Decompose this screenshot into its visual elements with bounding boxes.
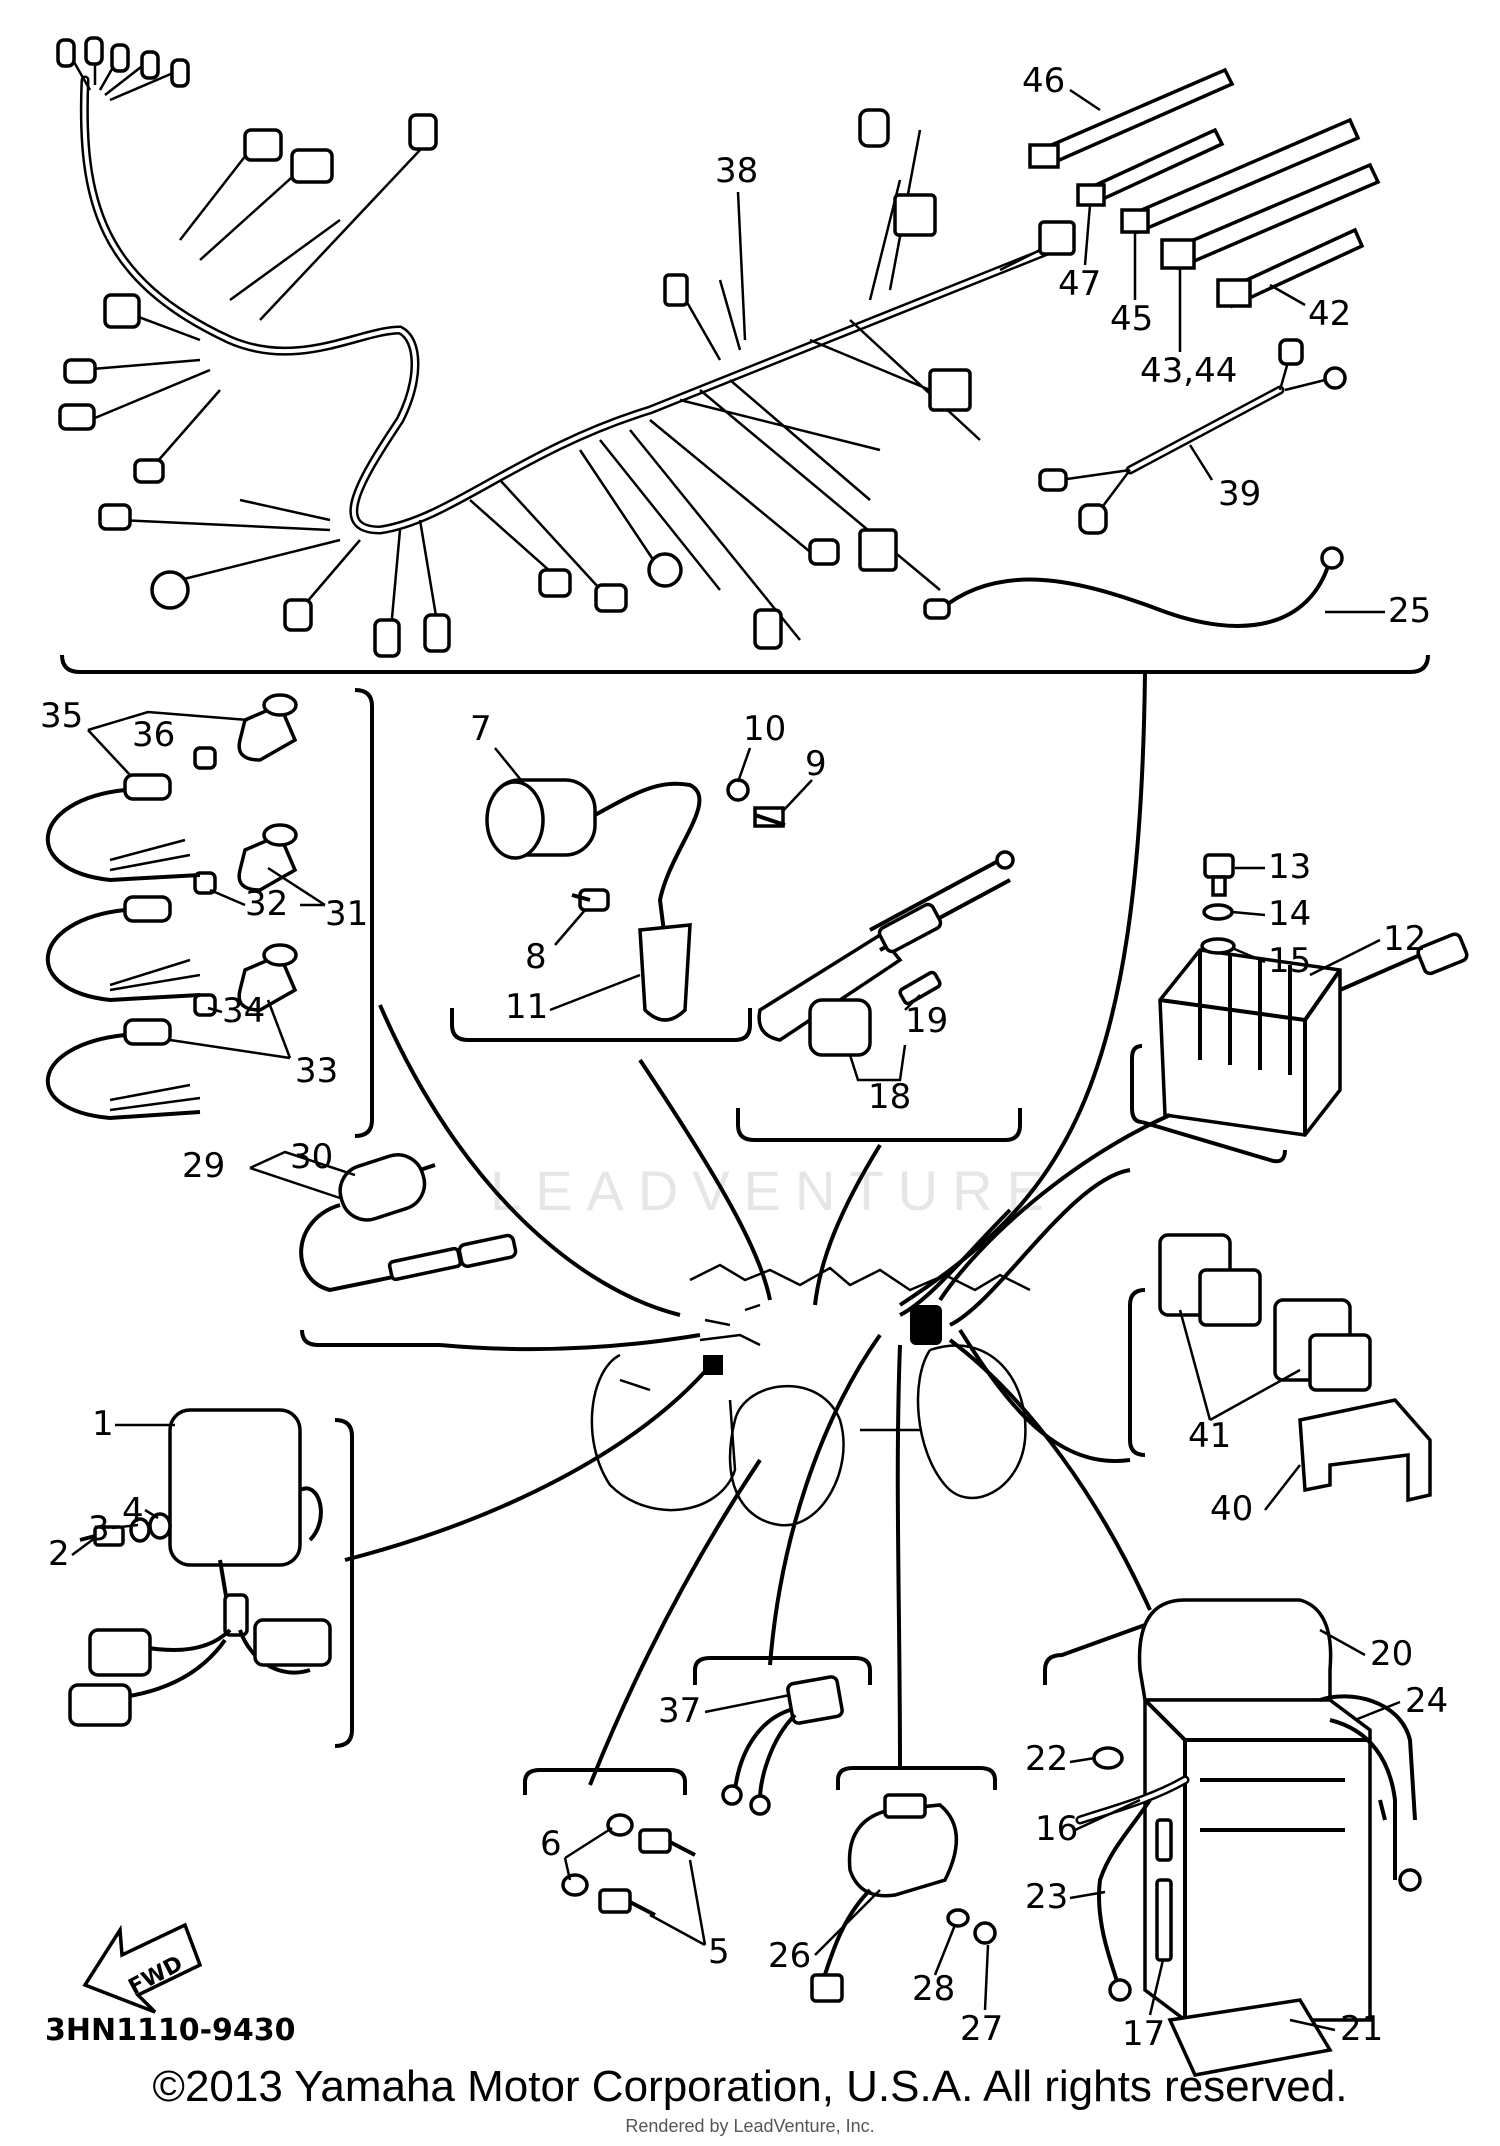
callout-41: 41 — [1188, 1416, 1231, 1456]
harness-bracket — [60, 654, 1430, 674]
part-code: 3HN1110-9430 — [45, 2013, 296, 2048]
callout-33: 33 — [295, 1051, 338, 1091]
callout-35: 35 — [40, 696, 83, 736]
callout-1: 1 — [92, 1404, 114, 1444]
cdi-group — [68, 1408, 354, 1748]
callout-7: 7 — [470, 709, 492, 749]
leader-lines — [344, 671, 1171, 1786]
ignition-coil-group — [450, 778, 786, 1042]
callout-2: 2 — [48, 1534, 70, 1574]
callout-13: 13 — [1268, 847, 1311, 887]
callout-22: 22 — [1025, 1739, 1068, 1779]
callout-34: 34 — [222, 991, 265, 1031]
svg-text:38: 38 — [715, 151, 758, 191]
cable-ties — [1028, 67, 1381, 309]
callout-16: 16 — [1035, 1809, 1078, 1849]
switch-group — [45, 688, 374, 1138]
callout-17: 17 — [1122, 2014, 1165, 2054]
callout-38: 38 — [715, 151, 758, 341]
vehicle-outline — [590, 1263, 1031, 1527]
callout-5: 5 — [708, 1932, 730, 1972]
callout-24: 24 — [1405, 1681, 1448, 1721]
callout-12: 12 — [1383, 919, 1426, 959]
callout-43-44: 43,44 — [1140, 351, 1237, 391]
sub-lead-39 — [1038, 338, 1347, 535]
callout-14: 14 — [1268, 894, 1311, 934]
callout-18: 18 — [868, 1077, 911, 1117]
callout-23: 23 — [1025, 1877, 1068, 1917]
callout-8: 8 — [525, 937, 547, 977]
callout-11: 11 — [505, 987, 548, 1027]
callout-19: 19 — [905, 1001, 948, 1041]
callout-42: 42 — [1308, 294, 1351, 334]
callout-10: 10 — [743, 709, 786, 749]
copyright-notice: ©2013 Yamaha Motor Corporation, U.S.A. A… — [152, 2062, 1348, 2111]
callout-39: 39 — [1218, 474, 1261, 514]
callout-29: 29 — [182, 1146, 225, 1186]
callout-3: 3 — [88, 1509, 110, 1549]
callout-21: 21 — [1340, 2009, 1383, 2049]
callout-37: 37 — [658, 1691, 701, 1731]
lead-25 — [923, 546, 1344, 628]
callout-30: 30 — [290, 1137, 333, 1177]
screws-5-6 — [523, 1768, 696, 1917]
connector-37 — [693, 1656, 872, 1816]
callout-9: 9 — [805, 744, 827, 784]
callout-32: 32 — [245, 884, 288, 924]
callout-4: 4 — [122, 1491, 144, 1531]
battery-group — [1043, 1598, 1422, 2077]
callout-27: 27 — [960, 2009, 1003, 2049]
relay-group — [736, 850, 1022, 1142]
callout-46: 46 — [1022, 61, 1065, 101]
callout-28: 28 — [912, 1969, 955, 2009]
callout-20: 20 — [1370, 1634, 1413, 1674]
watermark: LEADVENTURE — [490, 1159, 1058, 1222]
starter-relay — [810, 1766, 997, 2003]
relay-covers — [1128, 1233, 1432, 1503]
callout-26: 26 — [768, 1936, 811, 1976]
callout-40: 40 — [1210, 1489, 1253, 1529]
wire-harness — [56, 36, 1076, 658]
callout-15: 15 — [1268, 941, 1311, 981]
callout-36: 36 — [132, 715, 175, 755]
callout-25: 25 — [1388, 591, 1431, 631]
callout-45: 45 — [1110, 299, 1153, 339]
regulator-group — [1130, 853, 1469, 1164]
callout-31: 31 — [325, 894, 368, 934]
callout-6: 6 — [540, 1824, 562, 1864]
fwd-arrow-icon: FWD — [82, 1922, 203, 2014]
rendered-by: Rendered by LeadVenture, Inc. — [625, 2116, 875, 2136]
callout-47: 47 — [1058, 264, 1101, 304]
component-29-30 — [299, 1153, 518, 1347]
